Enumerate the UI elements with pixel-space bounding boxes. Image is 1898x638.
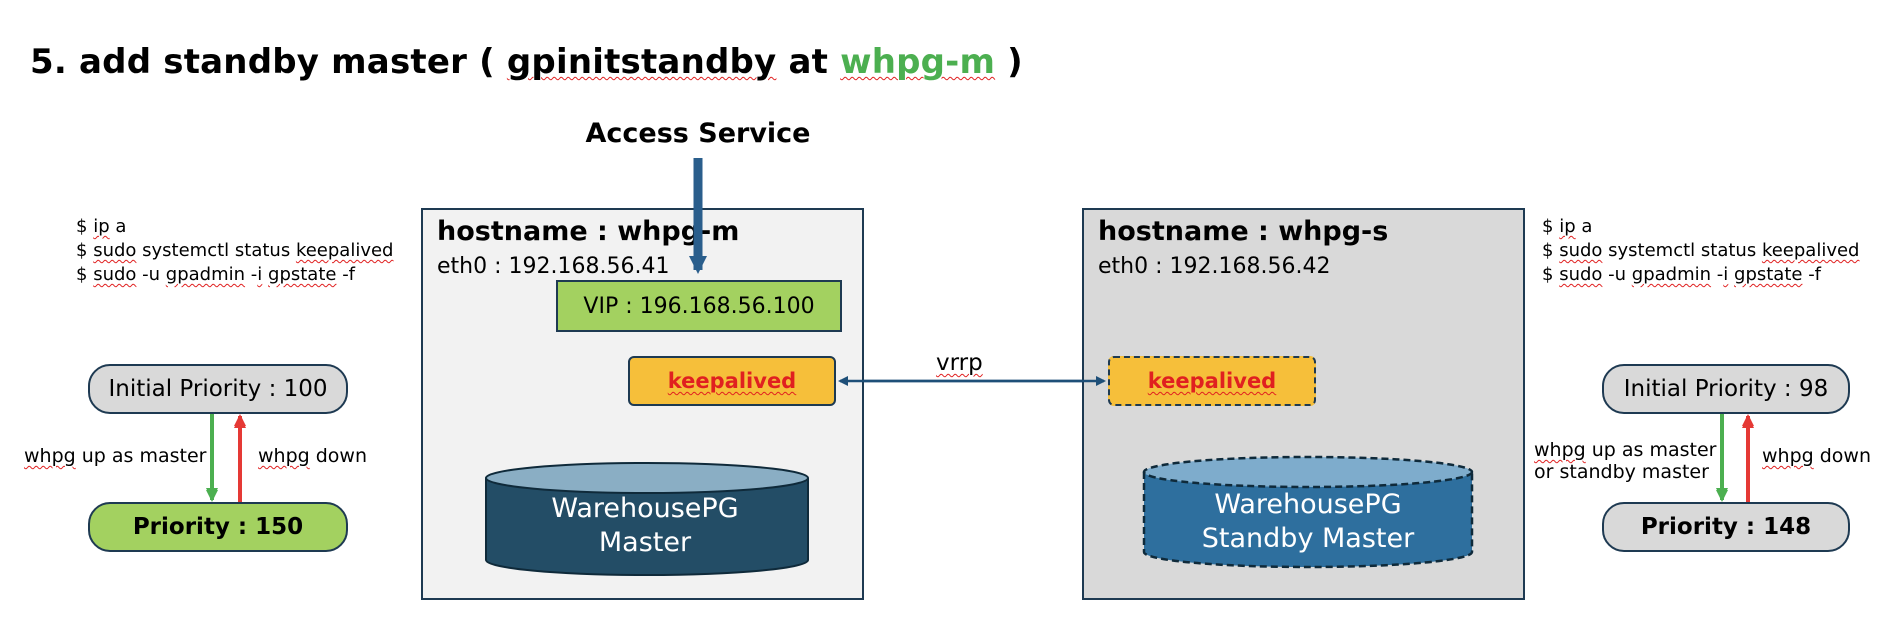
right-up-label: whpg up as master or standby master — [1534, 439, 1717, 483]
vrrp-label: vrrp — [936, 350, 983, 376]
left-up-label: whpg up as master — [24, 445, 207, 467]
left-priority: Priority : 150 — [88, 502, 348, 552]
command-line: $ sudo systemctl status keepalived — [76, 240, 394, 261]
command-line: $ ip a — [76, 216, 127, 237]
host-s-title: hostname : whpg-s — [1098, 216, 1389, 247]
right-down-label: whpg down — [1762, 445, 1872, 467]
command-line: $ sudo systemctl status keepalived — [1542, 240, 1860, 261]
title-host: whpg-m — [840, 42, 996, 82]
host-m-ip: eth0 : 192.168.56.41 — [437, 254, 670, 279]
left-initial-priority: Initial Priority : 100 — [88, 364, 348, 414]
keepalived-master: keepalived — [628, 356, 836, 406]
commands-right: $ ip a $ sudo systemctl status keepalive… — [1542, 215, 1859, 287]
host-s-ip: eth0 : 192.168.56.42 — [1098, 254, 1331, 279]
command-line: $ sudo -u gpadmin -i gpstate -f — [76, 264, 356, 285]
right-priority: Priority : 148 — [1602, 502, 1850, 552]
title-command: gpinitstandby — [506, 42, 777, 82]
title-prefix: 5. add standby master ( — [30, 42, 507, 82]
access-service-label: Access Service — [585, 118, 811, 149]
commands-left: $ ip a $ sudo systemctl status keepalive… — [76, 215, 393, 287]
left-down-label: whpg down — [258, 445, 368, 467]
title-mid: at — [776, 42, 841, 82]
master-db-cylinder — [485, 462, 809, 576]
right-initial-priority: Initial Priority : 98 — [1602, 364, 1850, 414]
standby-db-cylinder — [1142, 455, 1474, 569]
title-suffix: ) — [995, 42, 1023, 82]
master-db-label: WarehousePG Master — [551, 493, 739, 558]
standby-db-label: WarehousePG Standby Master — [1201, 489, 1415, 554]
command-line: $ sudo -u gpadmin -i gpstate -f — [1542, 264, 1822, 285]
command-line: $ ip a — [1542, 216, 1593, 237]
keepalived-standby: keepalived — [1108, 356, 1316, 406]
page-title: 5. add standby master ( gpinitstandby at… — [30, 42, 1023, 82]
host-m-title: hostname : whpg-m — [437, 216, 740, 247]
vip-box: VIP : 196.168.56.100 — [556, 280, 842, 332]
